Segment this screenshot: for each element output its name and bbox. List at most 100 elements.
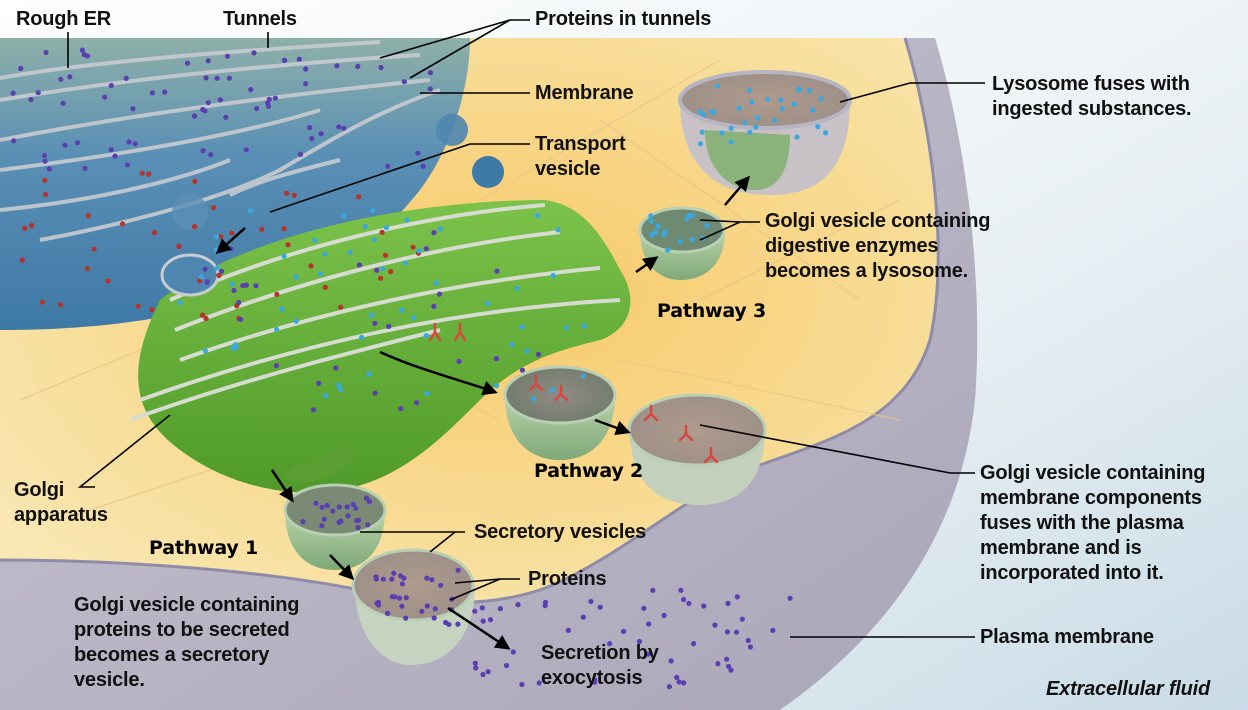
protein-particle [202, 266, 208, 272]
protein-particle [112, 153, 118, 159]
protein-particle [259, 226, 265, 232]
protein-particle [431, 615, 437, 621]
protein-particle [192, 178, 198, 184]
protein-particle [214, 75, 220, 81]
protein-particle [336, 519, 342, 526]
protein-particle [510, 649, 516, 655]
protein-particle [198, 274, 204, 280]
protein-particle [398, 307, 405, 313]
protein-particle [655, 223, 661, 229]
protein-particle [555, 227, 561, 233]
protein-particle [437, 226, 443, 232]
protein-particle [423, 246, 429, 252]
protein-particle [389, 594, 395, 600]
label-secretory-vesicles: Secretory vesicles [474, 521, 647, 543]
protein-particle [226, 75, 232, 81]
protein-particle [208, 152, 214, 158]
protein-particle [22, 225, 28, 231]
protein-particle [316, 380, 322, 386]
protein-particle [403, 595, 409, 601]
protein-particle [653, 229, 659, 235]
protein-particle [279, 306, 285, 312]
protein-particle [135, 303, 141, 309]
protein-particle [251, 50, 257, 56]
protein-particle [399, 581, 405, 587]
protein-particle [265, 103, 272, 109]
arrow-pathway3-a [635, 256, 659, 274]
protein-particle [149, 90, 155, 96]
pathway-arrows [215, 175, 750, 650]
protein-particle [46, 166, 52, 172]
label-secretion-by-exocytosis: Secretion by exocytosis [541, 642, 659, 689]
protein-particle [350, 501, 356, 507]
protein-particle [514, 285, 520, 291]
protein-particle [771, 117, 778, 123]
protein-particle [699, 129, 705, 135]
rough-er [0, 38, 504, 330]
protein-particle [689, 236, 696, 242]
protein-particle [535, 351, 542, 357]
protein-particle [415, 150, 421, 156]
protein-particle [355, 517, 362, 524]
protein-particle [353, 505, 359, 511]
protein-particle [284, 190, 290, 196]
protein-particle [519, 367, 526, 373]
protein-particle [333, 365, 339, 371]
protein-particle [313, 500, 319, 506]
protein-particle [203, 75, 209, 81]
protein-particle [724, 629, 731, 635]
protein-particle [126, 139, 132, 145]
protein-particle [146, 171, 152, 177]
protein-particle [380, 266, 386, 272]
protein-particle [224, 53, 230, 59]
arrow-pathway1-a [270, 469, 294, 503]
protein-particle [338, 304, 344, 310]
protein-particle [317, 271, 323, 277]
protein-particle [303, 66, 309, 72]
protein-particle [709, 109, 715, 115]
protein-particle [715, 661, 721, 667]
protein-particle [472, 660, 478, 666]
protein-particle [272, 95, 278, 101]
protein-particle [347, 249, 353, 255]
label-pathway-1: Pathway 1 [149, 537, 259, 559]
protein-particle [645, 651, 652, 657]
protein-particle [200, 148, 206, 154]
protein-particle [356, 194, 362, 200]
protein-particle [509, 341, 515, 348]
protein-particle [192, 224, 198, 230]
protein-particle [19, 257, 25, 263]
protein-particle [214, 265, 220, 271]
protein-particle [370, 208, 376, 214]
protein-particle [746, 87, 753, 93]
protein-particle [105, 278, 111, 284]
transport-vesicle [160, 253, 220, 297]
protein-particle [563, 325, 570, 331]
protein-particle [365, 522, 371, 528]
protein-particle [229, 281, 235, 287]
label-proteins-in-tunnels: Proteins in tunnels [535, 8, 712, 30]
protein-particle [321, 516, 327, 522]
protein-particle [797, 87, 803, 93]
protein-particle [515, 602, 521, 608]
protein-particle [597, 604, 603, 610]
protein-particle [455, 567, 461, 573]
label-golgi-apparatus: Golgi apparatus [14, 479, 108, 526]
protein-particle [300, 519, 306, 525]
protein-particle [254, 105, 260, 112]
protein-particle [542, 603, 548, 609]
protein-particle [728, 139, 734, 145]
protein-particle [446, 621, 452, 628]
protein-particle [429, 577, 435, 583]
protein-particle [636, 638, 643, 645]
protein-particle [359, 334, 365, 340]
protein-particle [18, 65, 24, 72]
protein-particle [378, 64, 384, 71]
protein-particle [204, 279, 210, 285]
protein-particle [297, 151, 304, 157]
protein-particle [433, 280, 439, 286]
protein-particle [293, 318, 299, 324]
protein-particle [388, 269, 394, 275]
protein-particle [57, 302, 64, 308]
